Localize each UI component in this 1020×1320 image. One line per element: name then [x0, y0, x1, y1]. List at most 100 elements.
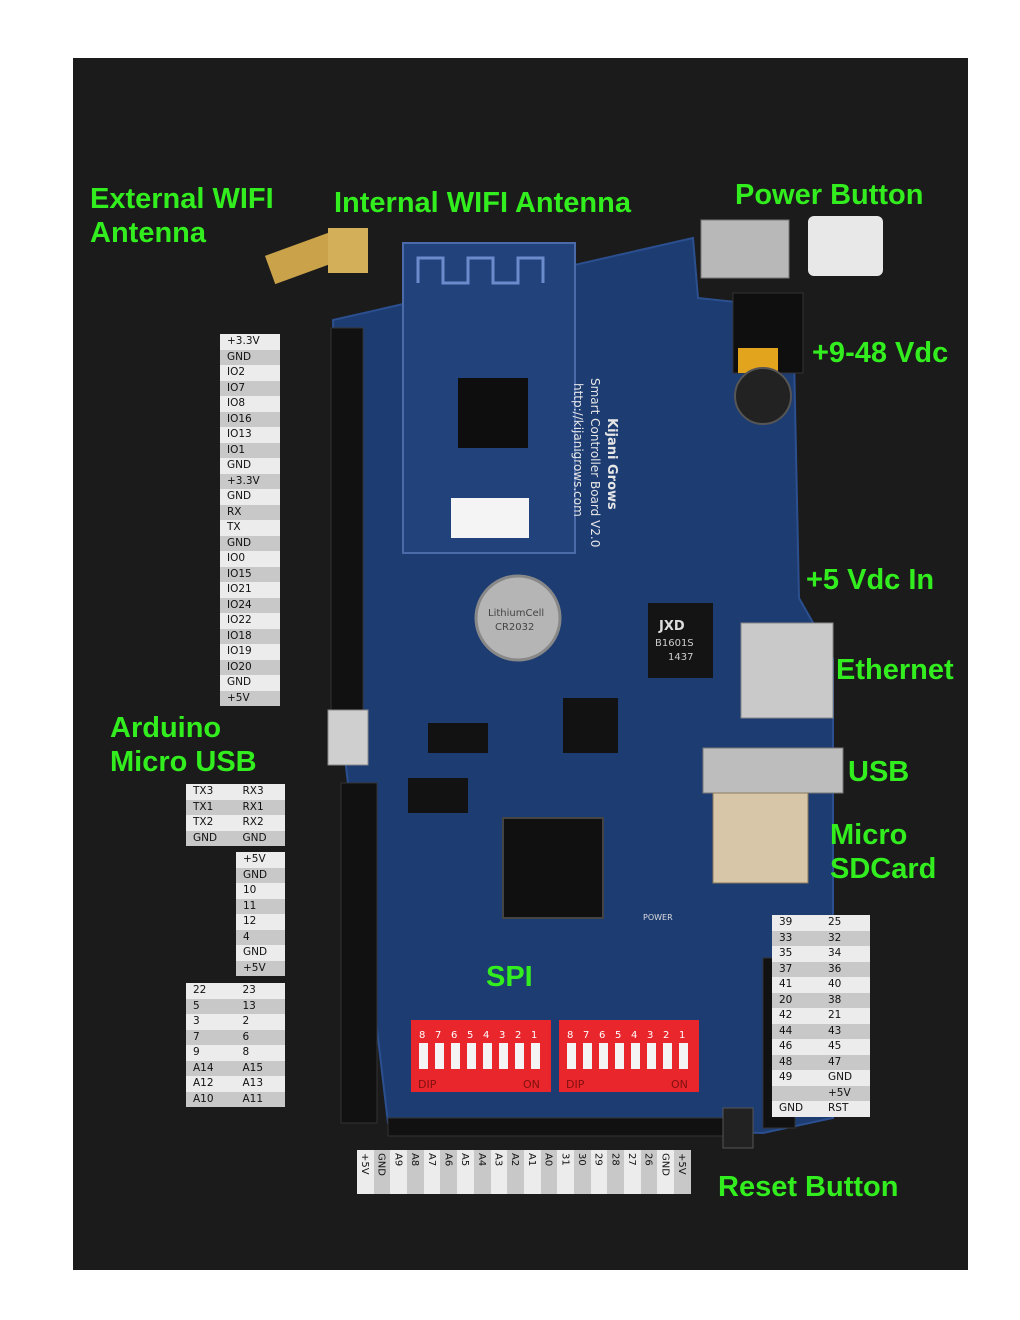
dip-lever[interactable] [515, 1043, 524, 1069]
ic-chip-1 [408, 778, 468, 813]
dip-number: 8 [419, 1030, 425, 1041]
coin-cell-model: CR2032 [495, 622, 534, 633]
ethernet-chip-brand: JXD [658, 619, 685, 634]
pin-row: GND [220, 349, 280, 365]
pin-label: 38 [821, 992, 870, 1008]
dip-lever[interactable] [419, 1043, 428, 1069]
pin-label: 41 [772, 977, 821, 993]
pin-label: RST [821, 1101, 870, 1117]
pin-label: 44 [772, 1023, 821, 1039]
bottom-pin: A0 [540, 1150, 558, 1194]
dip-lever[interactable] [631, 1043, 640, 1069]
dip-number: 4 [631, 1030, 637, 1041]
dip-lever[interactable] [499, 1043, 508, 1069]
pin-label: A8 [409, 1153, 421, 1167]
left-pin-header [330, 327, 364, 719]
pin-label: IO20 [220, 659, 280, 675]
dip-lever[interactable] [599, 1043, 608, 1069]
label-arduino-usb: Arduino Micro USB [110, 711, 257, 779]
pin-label: TX [220, 520, 280, 536]
dip-lever[interactable] [615, 1043, 624, 1069]
pin-row: IO21 [220, 582, 280, 598]
sma-connector [264, 231, 342, 285]
pin-label: 36 [821, 961, 870, 977]
pin-row: +5V [772, 1085, 870, 1101]
power-switch-cap [808, 216, 883, 276]
pin-label: IO22 [220, 613, 280, 629]
pin-row: +5V [236, 852, 285, 868]
dip-number: 2 [663, 1030, 669, 1041]
label-reset-button: Reset Button [718, 1171, 899, 1203]
label-spi: SPI [486, 961, 533, 993]
dip-label-right: DIP [566, 1078, 585, 1091]
power-switch-body [700, 219, 790, 279]
pin-row: 10 [236, 883, 285, 899]
label-external-wifi: External WIFI Antenna [90, 182, 274, 250]
ic-chip-2 [428, 723, 488, 753]
wifi-chip [458, 378, 528, 448]
dip-lever[interactable] [567, 1043, 576, 1069]
label-external-wifi-line1: External WIFI [90, 183, 274, 215]
coin-cell [474, 574, 562, 662]
dip-lever[interactable] [435, 1043, 444, 1069]
pin-label: 7 [186, 1029, 236, 1045]
pin-row: RX [220, 504, 280, 520]
pin-label: 9 [186, 1045, 236, 1061]
dip-lever[interactable] [663, 1043, 672, 1069]
pin-label: IO21 [220, 582, 280, 598]
bottom-pin: A7 [423, 1150, 441, 1194]
dip-lever[interactable] [483, 1043, 492, 1069]
pin-label: GND [772, 1101, 821, 1117]
pin-label: IO0 [220, 551, 280, 567]
pin-label: A11 [235, 1091, 285, 1107]
dip-lever[interactable] [583, 1043, 592, 1069]
left-pin-header-lower [340, 782, 378, 1124]
dip-lever[interactable] [647, 1043, 656, 1069]
pin-label: A9 [392, 1153, 404, 1167]
pin-label: +5V [236, 852, 285, 868]
pin-label: IO13 [220, 427, 280, 443]
bottom-pin: A6 [440, 1150, 458, 1194]
bottom-pin: GND [373, 1150, 391, 1194]
pin-label: 27 [626, 1153, 637, 1166]
pin-label: IO8 [220, 396, 280, 412]
pin-label: GND [186, 830, 236, 846]
ethernet-chip-code: 1437 [668, 652, 693, 663]
pin-label: 22 [186, 983, 236, 999]
micro-usb-port [327, 709, 369, 766]
pin-label: A12 [186, 1076, 236, 1092]
bottom-pin: 27 [624, 1150, 641, 1194]
pin-label: +5V [676, 1153, 688, 1175]
pin-label: GND [659, 1153, 671, 1176]
board-title: Kijani Grows [604, 418, 619, 510]
dip-lever[interactable] [531, 1043, 540, 1069]
dip-number: 7 [583, 1030, 589, 1041]
pin-row: GND [220, 675, 280, 691]
dip-lever[interactable] [451, 1043, 460, 1069]
pin-label: IO24 [220, 597, 280, 613]
pin-label: A15 [235, 1060, 285, 1076]
dip-number: 3 [499, 1030, 505, 1041]
ethernet-chip-model: B1601S [655, 638, 694, 649]
pin-label: GND [236, 867, 285, 883]
pin-label: A10 [186, 1091, 236, 1107]
dip-lever[interactable] [467, 1043, 476, 1069]
dip-lever[interactable] [679, 1043, 688, 1069]
bottom-pin: 28 [607, 1150, 624, 1194]
label-vdc-9-48: +9-48 Vdc [812, 337, 949, 369]
label-micro-sdcard-line2: SDCard [830, 853, 937, 885]
pin-row: GND [220, 458, 280, 474]
sdcard-slot [712, 792, 809, 884]
usb-port [702, 747, 844, 794]
pin-label: GND [235, 830, 285, 846]
